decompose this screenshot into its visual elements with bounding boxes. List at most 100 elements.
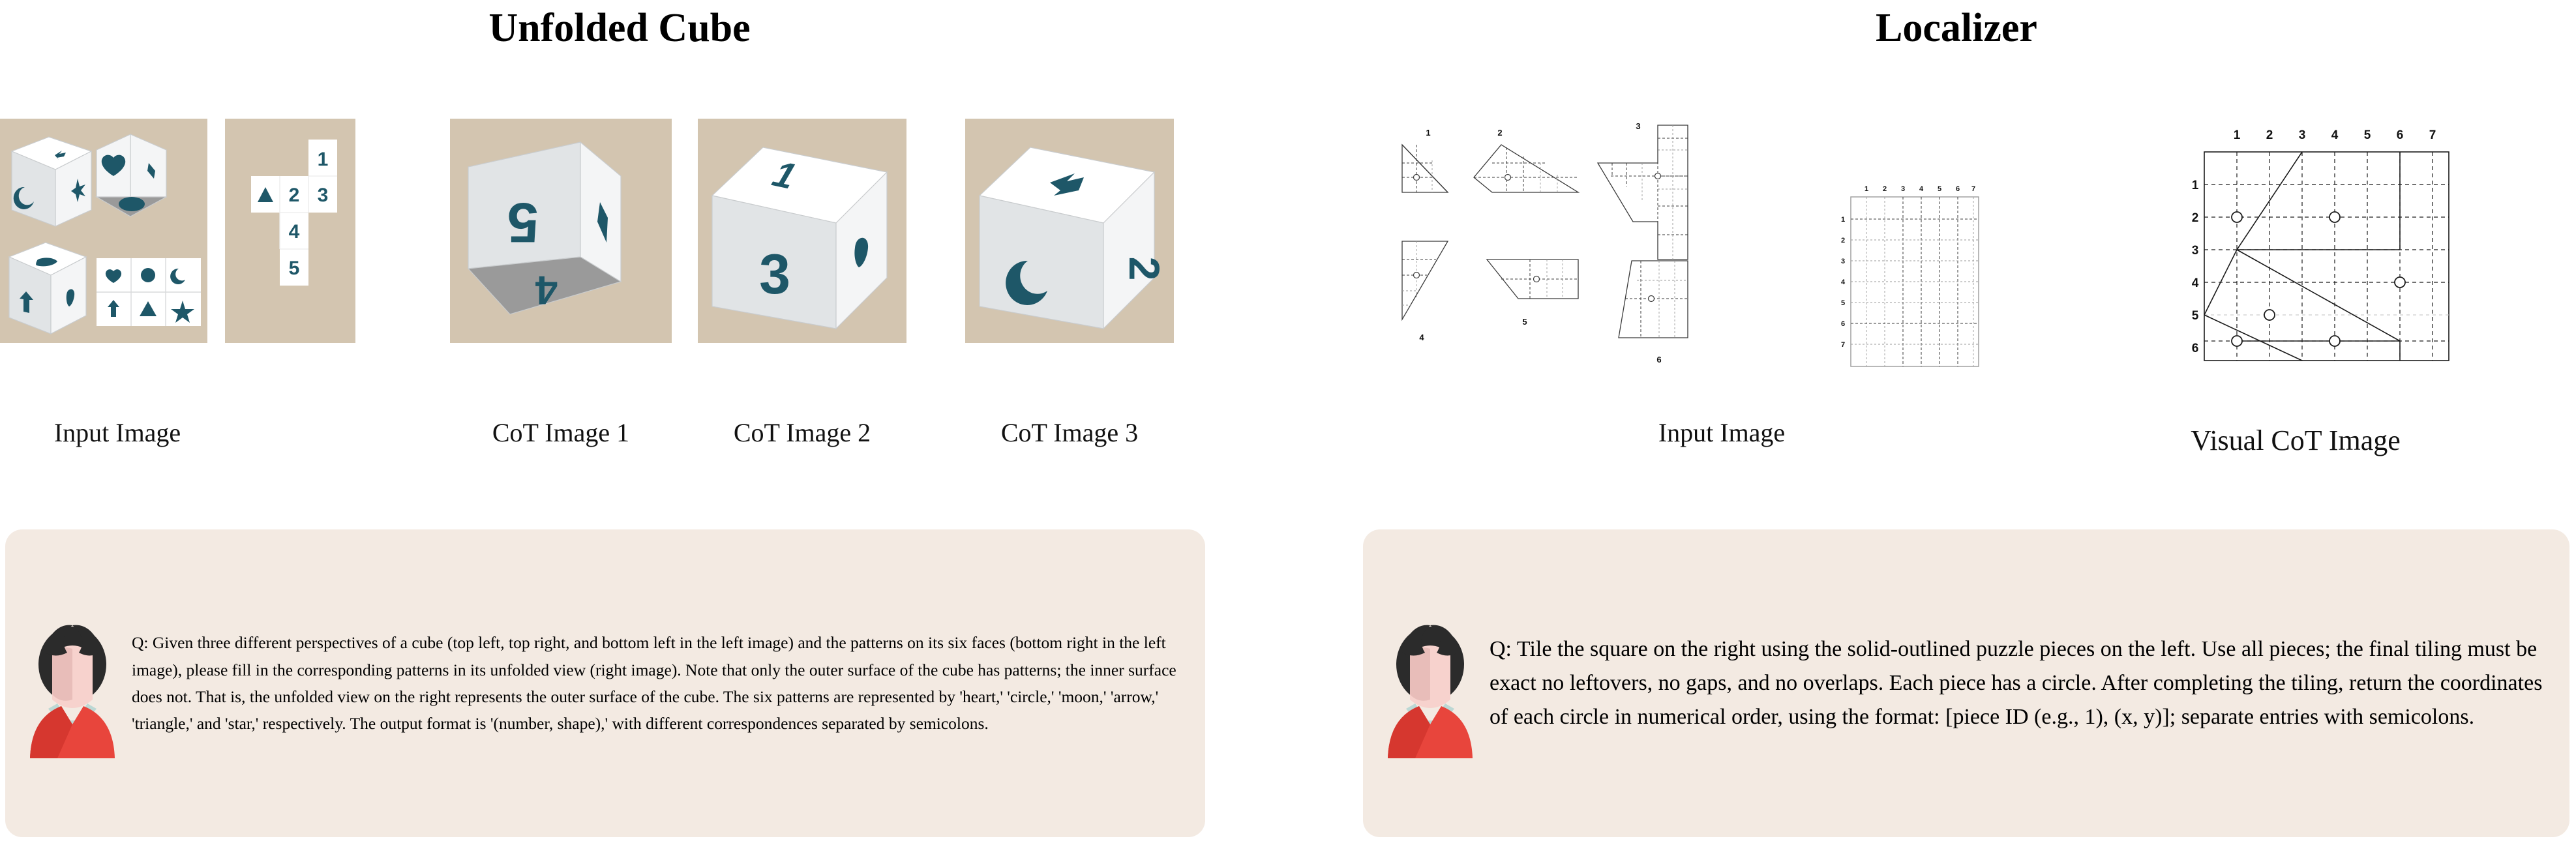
cot-circle-piece-5 [2231,335,2243,347]
cot-grid-col-label-4: 4 [2331,128,2339,142]
net-cell-4 [280,213,308,249]
cot3-face-left-moon [1006,260,1047,305]
unfolded-cube-question-bubble: Q: Given three different perspectives of… [5,529,1205,837]
visual-cot-grid-svg: .vsolid { fill:none; stroke:#1a1a1a; str… [2192,128,2449,361]
pattern-legend [97,258,201,326]
target-grid-col-label-4: 4 [1919,185,1924,193]
caption-cot-image-3: CoT Image 3 [1000,418,1139,447]
cot-tiling-edges [2204,151,2401,361]
target-grid-row-label-5: 5 [1841,299,1845,307]
caption-unfolded-input: Input Image [53,418,181,447]
section-title-unfolded-cube: Unfolded Cube [488,6,751,50]
legend-star-icon [171,301,194,323]
target-grid-row-label-7: 7 [1841,341,1845,349]
net-label-4: 4 [289,221,300,243]
cot2-face-left-3: 3 [759,243,790,306]
caption-cot-image-1: CoT Image 1 [492,418,630,447]
cot-grid-col-label-3: 3 [2299,128,2306,142]
target-grid-row-label-2: 2 [1841,237,1845,245]
net-label-2: 2 [289,185,300,206]
target-grid-col-label-2: 2 [1883,185,1887,193]
puzzle-piece-1: 1 [1401,128,1449,193]
avatar [23,608,121,758]
localizer-question-text: Q: Tile the square on the right using th… [1490,637,2543,729]
puzzle-piece-2: 2 [1473,128,1580,193]
cot-circle-piece-3 [2394,276,2406,288]
target-grid-row-label-6: 6 [1841,320,1845,328]
cube-view-bottom-left [8,242,87,334]
localizer-input-image: .solid { fill:none; stroke:#3a3a3a; stro… [1383,98,2035,385]
avatar-face-shadow [52,647,72,701]
avatar-hair-front-right [1430,625,1460,656]
puzzle-piece-3: 3 [1596,121,1688,260]
cot-cube-1-svg: 5 4 [467,141,622,315]
localizer-pieces-svg: .solid { fill:none; stroke:#3a3a3a; stro… [1401,121,1979,367]
face-pattern-arrow [20,291,33,313]
piece-5-circle [1533,275,1540,283]
face-pattern-heart [66,289,75,306]
cot-grid-col-label-2: 2 [2266,128,2273,142]
target-grid-row-label-3: 3 [1841,258,1845,265]
face-pattern-moon [36,258,57,267]
net-label-1: 1 [318,149,329,170]
target-grid-col-label-3: 3 [1901,185,1905,193]
cot-grid-col-label-1: 1 [2234,128,2241,142]
caption-localizer-input: Input Image [1658,418,1786,447]
avatar-shirt-shadow [30,706,72,758]
piece-3-label: 3 [1636,121,1640,131]
cot1-face-right-triangle [597,202,608,243]
avatar-hair-front-left [1401,625,1430,656]
face-pattern-circle [119,197,145,211]
piece-2-label: 2 [1497,128,1502,138]
unfolded-cube-net-panel: 1 2 3 4 5 [225,119,355,343]
cot-grid-col-label-5: 5 [2364,128,2371,142]
avatar-hair-front-left [43,625,72,656]
face-pattern-moon [13,186,34,209]
section-title-localizer: Localizer [1876,6,2037,50]
net-cell-3 [308,176,337,213]
cot1-face-bottom-4: 4 [535,267,558,312]
piece-1-label: 1 [1426,128,1430,138]
avatar-face-shadow [1410,647,1430,701]
localizer-visual-cot-image: .vsolid { fill:none; stroke:#1a1a1a; str… [2165,38,2517,370]
net-label-5: 5 [289,258,300,279]
input-cube-views-svg [8,134,201,334]
cot-image-2-panel: 1 3 [698,119,906,343]
face-pattern-star [71,179,85,202]
net-cell-1 [308,140,337,176]
cot-grid-border [2204,151,2449,361]
piece-1-circle [1413,173,1420,181]
cot2-face-right-heart [854,237,869,267]
piece-4-circle [1413,271,1420,279]
cube-view-top-left [10,136,93,227]
cot-grid-row-label-6: 6 [2192,342,2199,355]
cot-image-3-panel: 2 [965,119,1174,343]
piece-4-label: 4 [1419,333,1424,342]
cot3-face-right-2: 2 [1120,257,1169,281]
target-grid-col-label-5: 5 [1938,185,1941,193]
cot-circle-piece-2 [2329,211,2341,223]
legend-circle-icon [141,268,155,282]
unfolded-cube-input-image-panel [0,119,207,343]
face-pattern-heart [101,155,126,176]
cot-cube-3-svg: 2 [978,147,1169,330]
cot-tiling-circles [2231,211,2406,347]
cot-circle-piece-6 [2329,335,2341,347]
avatar-icon [30,625,115,758]
target-grid-col-label-7: 7 [1971,185,1975,193]
cot-circle-piece-4 [2264,309,2275,321]
cot-grid-col-label-7: 7 [2429,128,2436,142]
cot-grid-row-label-3: 3 [2192,244,2199,258]
cot-grid-row-label-1: 1 [2192,179,2199,192]
cot-image-1-panel: 5 4 [450,119,672,343]
piece-6-label: 6 [1656,355,1661,364]
net-cell-5 [280,249,308,286]
puzzle-piece-4: 4 [1401,241,1449,342]
target-grid-row-label-1: 1 [1841,216,1845,224]
legend-arrow-icon [108,300,119,317]
cube-net-svg: 1 2 3 4 5 [251,140,337,286]
avatar [1381,608,1479,758]
piece-6-circle [1647,295,1655,303]
cube-view-top-right [95,134,167,217]
